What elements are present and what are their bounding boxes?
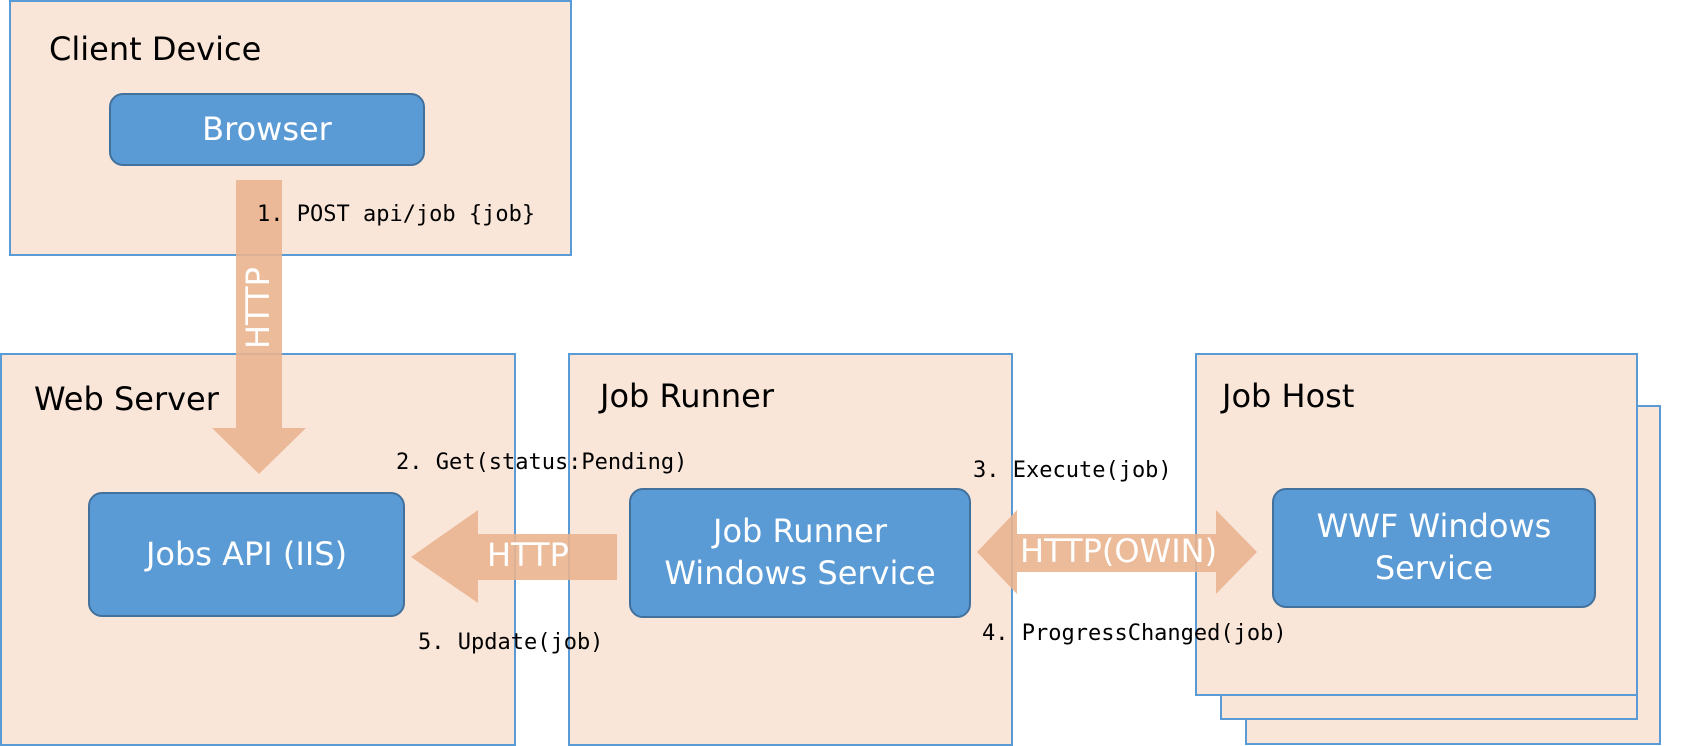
double-arrow-shape (977, 510, 1257, 594)
job-runner-service-label-line1: Job Runner (713, 512, 887, 551)
browser-label: Browser (202, 109, 332, 148)
runner-to-api-http-label: HTTP (487, 536, 569, 574)
wwf-service-node: WWF Windows Service (1272, 488, 1596, 608)
wwf-service-label-line1: WWF Windows (1316, 507, 1552, 546)
wwf-service-label-line2: Service (1374, 549, 1494, 587)
jobs-api-label: Jobs API (IIS) (145, 534, 348, 573)
client-device-title: Client Device (49, 30, 262, 68)
step-5-label: 5. Update(job) (418, 630, 604, 655)
down-arrow-shape (212, 180, 306, 474)
step-4-label: 4. ProgressChanged(job) (982, 621, 1287, 646)
web-server-title: Web Server (34, 380, 219, 418)
job-runner-title: Job Runner (600, 377, 774, 415)
step-1-label: 1. POST api/job {job} (257, 202, 536, 227)
step-3-label: 3. Execute(job) (973, 458, 1172, 483)
left-arrow-shape (411, 510, 617, 603)
jobs-api-node: Jobs API (IIS) (88, 492, 405, 617)
job-runner-service-label-line2: Windows Service (664, 554, 936, 592)
browser-node: Browser (109, 93, 425, 166)
step-2-label: 2. Get(status:Pending) (396, 450, 688, 475)
browser-to-api-http-label: HTTP (239, 267, 277, 349)
runner-to-host-owin-label: HTTP(OWIN) (1020, 532, 1218, 570)
job-host-title: Job Host (1222, 377, 1355, 415)
job-runner-service-node: Job Runner Windows Service (629, 488, 971, 618)
